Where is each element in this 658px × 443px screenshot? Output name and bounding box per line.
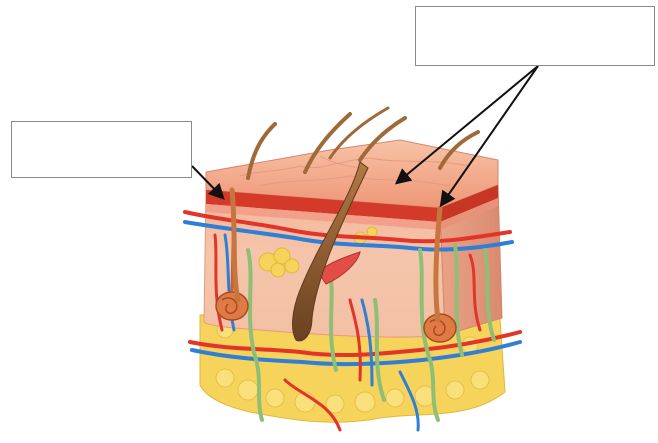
label-box-left[interactable] xyxy=(11,121,192,178)
label-box-top[interactable] xyxy=(415,6,655,66)
